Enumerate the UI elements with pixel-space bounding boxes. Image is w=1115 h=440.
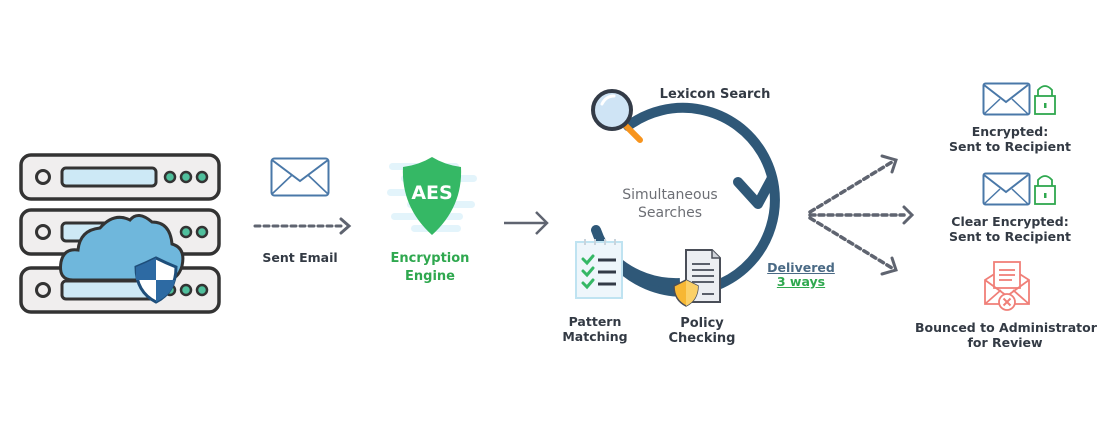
sim-line2: Searches <box>637 205 702 221</box>
policy-line1: Policy <box>680 316 724 331</box>
checklist-icon <box>575 239 623 299</box>
clear-encrypted-outcome-label: Clear Encrypted: Sent to Recipient <box>935 214 1085 244</box>
delivered-line2: 3 ways <box>776 274 826 289</box>
policy-checking-label: Policy Checking <box>662 316 742 346</box>
sent-email-label: Sent Email <box>262 250 338 265</box>
ring-arrowhead <box>733 173 777 209</box>
encrypted-line1: Encrypted: <box>971 124 1049 139</box>
clear-encrypted-line2: Sent to Recipient <box>948 229 1071 244</box>
clear-encrypted-line1: Clear Encrypted: <box>951 214 1069 229</box>
aes-shield-icon: AES <box>387 157 477 235</box>
policy-document-shield-icon <box>673 249 721 307</box>
pattern-line1: Pattern <box>568 314 622 329</box>
pattern-line2: Matching <box>562 329 628 344</box>
encrypted-outcome-label: Encrypted: Sent to Recipient <box>945 124 1075 154</box>
policy-line2: Checking <box>668 331 736 346</box>
sim-line1: Simultaneous <box>622 187 718 203</box>
bounced-line1: Bounced to Administrator <box>915 320 1097 335</box>
bounced-line2: for Review <box>967 335 1043 350</box>
encrypted-line2: Sent to Recipient <box>948 139 1071 154</box>
arrow-up <box>808 160 894 214</box>
envelope-icon <box>270 157 330 197</box>
server-cloud-shield-icon <box>19 153 221 314</box>
bounced-outcome-label: Bounced to Administrator for Review <box>915 320 1097 350</box>
pattern-matching-label: Pattern Matching <box>555 314 635 344</box>
dotted-arrow-right <box>253 217 352 235</box>
magnifier-icon <box>591 89 643 143</box>
encryption-engine-line1: Encryption <box>390 251 470 266</box>
bounced-envelope-icon <box>984 261 1030 311</box>
aes-badge-text: AES <box>411 182 452 204</box>
encryption-engine-line2: Engine <box>405 269 455 284</box>
lexicon-search-label: Lexicon Search <box>659 87 771 102</box>
delivered-3-ways-label: Delivered 3 ways <box>758 261 844 289</box>
envelope-lock-icon <box>982 172 1056 206</box>
delivery-fan-arrows <box>808 154 915 276</box>
delivered-line1: Delivered <box>767 260 835 275</box>
arrow-down <box>808 216 894 270</box>
simultaneous-searches-label: Simultaneous Searches <box>600 186 740 222</box>
encryption-engine-label: Encryption Engine <box>375 250 485 286</box>
envelope-lock-icon <box>982 82 1056 116</box>
arrow-right-icon <box>504 211 549 235</box>
